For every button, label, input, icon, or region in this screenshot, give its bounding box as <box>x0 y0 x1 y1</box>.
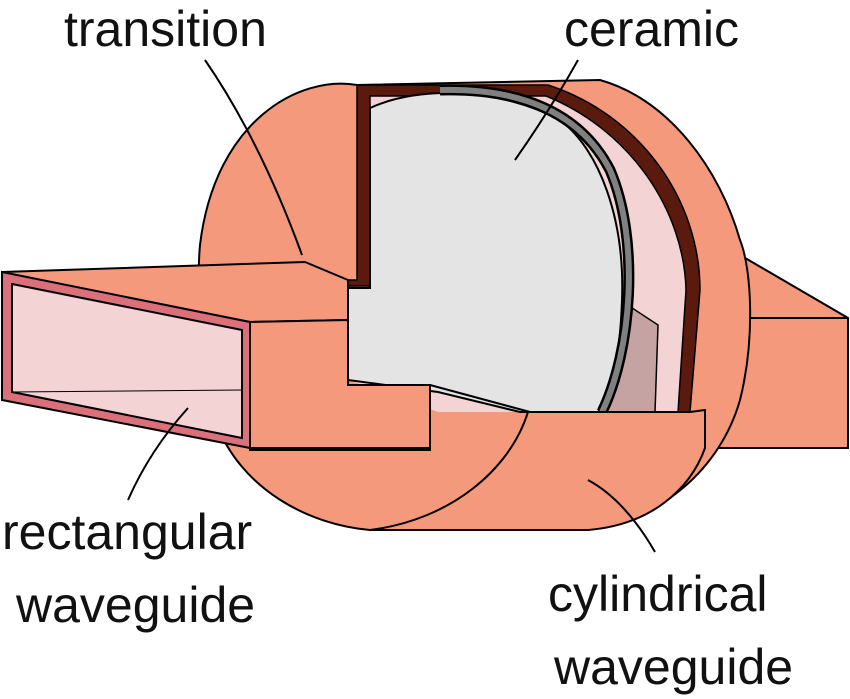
leader-rectangular <box>127 407 189 501</box>
rect-waveguide-opening <box>11 282 243 440</box>
ceramic-ring-inner <box>439 86 632 414</box>
leader-transition <box>204 59 303 256</box>
label-rectangular-line1: rectangular <box>2 504 253 560</box>
label-transition: transition <box>64 1 267 57</box>
rect-waveguide-inner-line <box>11 389 243 393</box>
leader-cylindrical <box>587 479 656 553</box>
label-cylindrical-line2: waveguide <box>554 639 794 695</box>
leader-ceramic <box>514 59 579 161</box>
cylinder-front-lower <box>369 384 706 531</box>
label-rectangular-line2: waveguide <box>16 577 256 633</box>
label-cylindrical-line1: cylindrical <box>548 566 768 622</box>
label-ceramic: ceramic <box>564 1 740 57</box>
transition-wall <box>210 84 701 413</box>
